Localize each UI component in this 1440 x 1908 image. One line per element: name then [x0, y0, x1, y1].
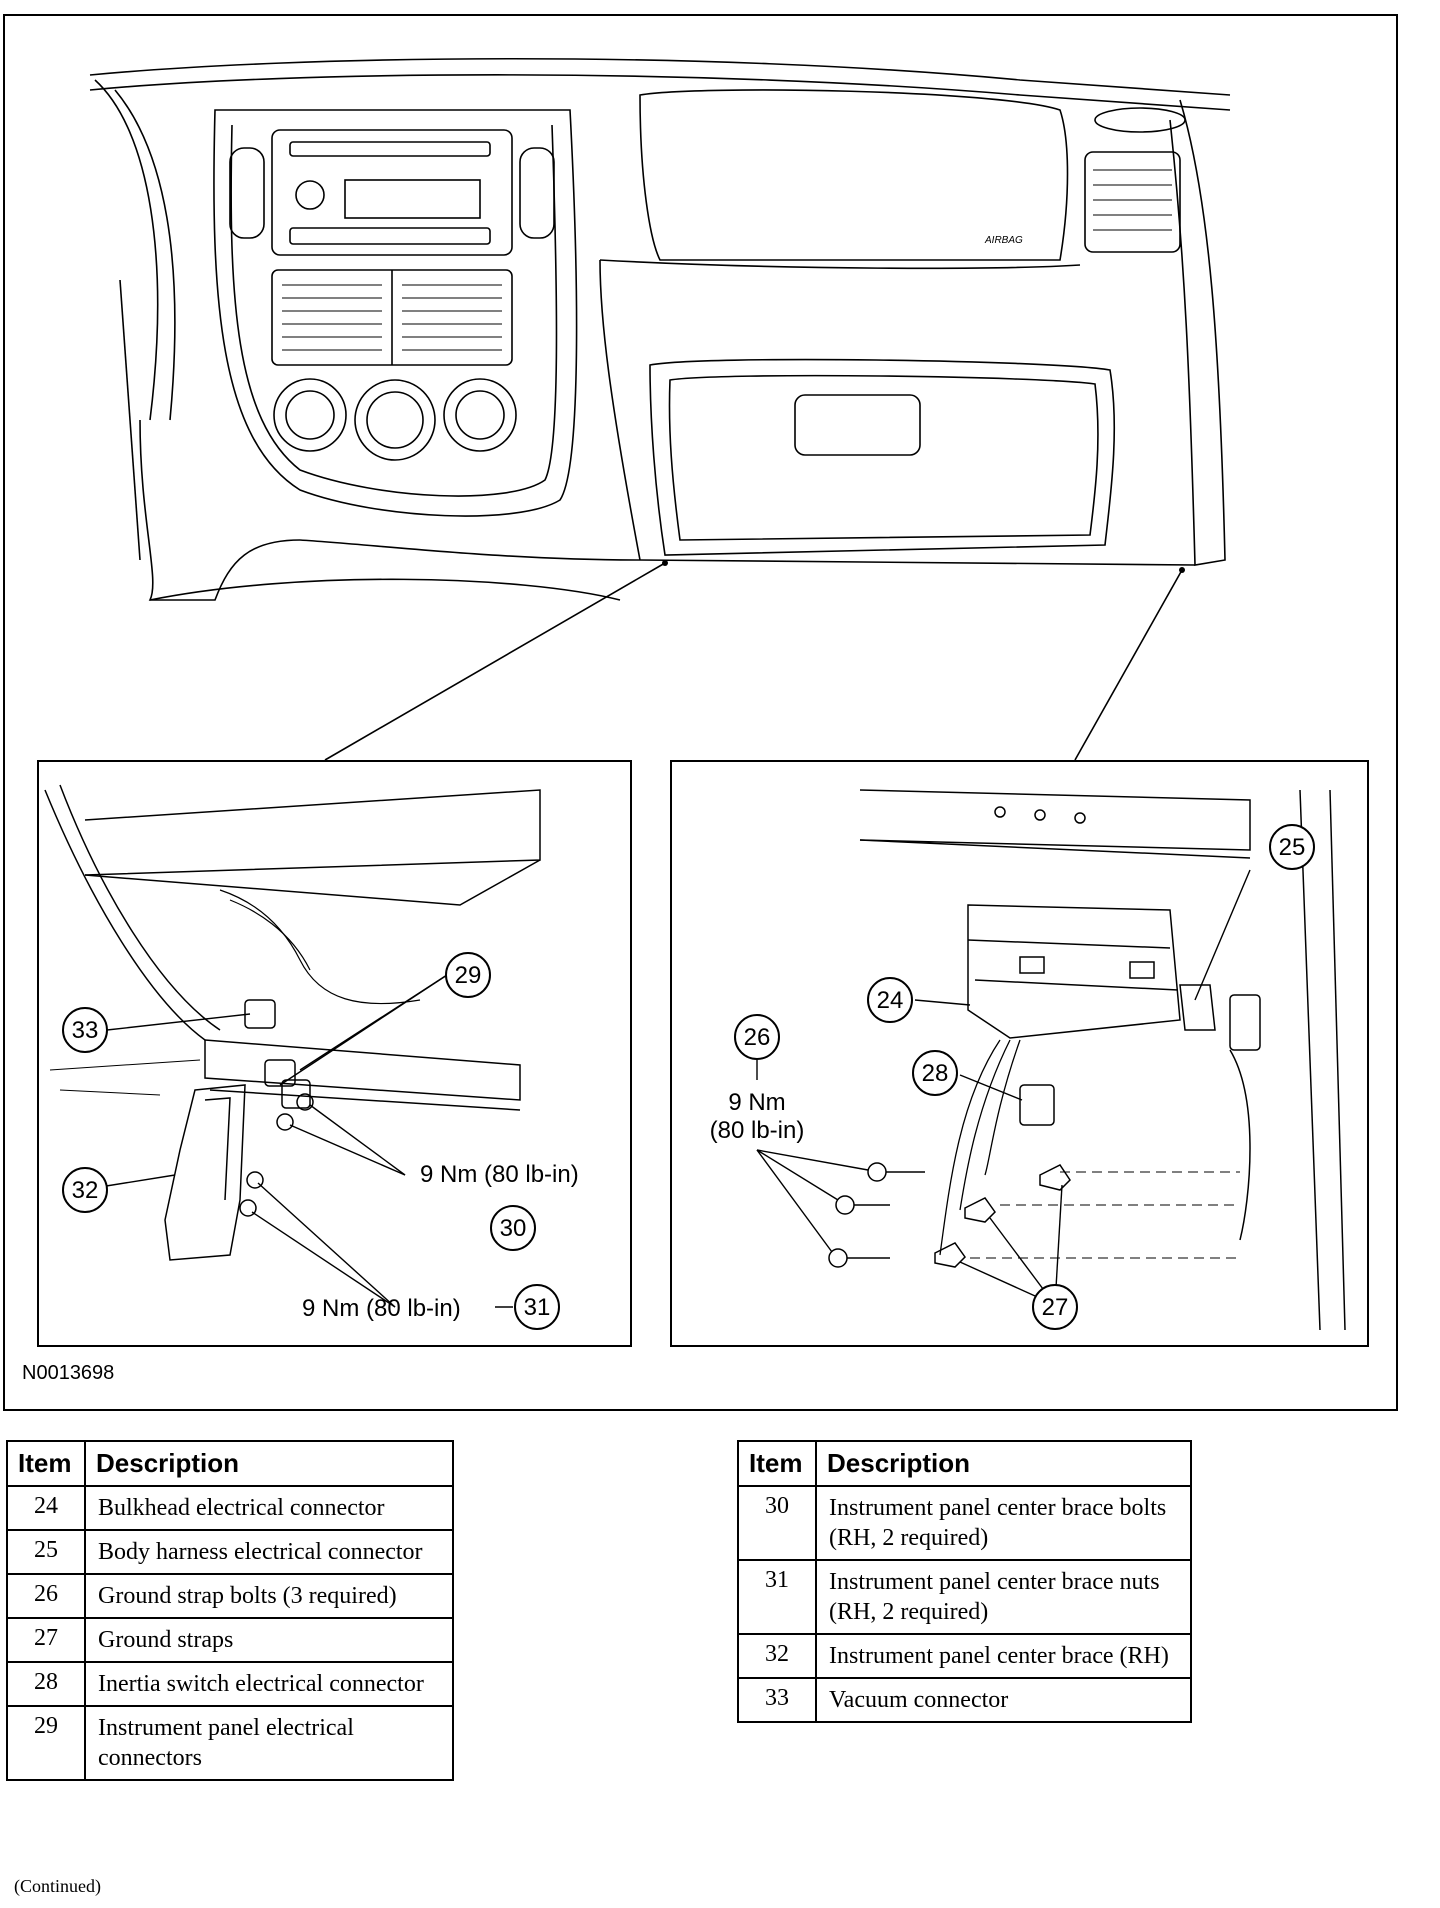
torque-label-ground-nm: 9 Nm [728, 1089, 785, 1116]
legend-item-description: Instrument panel center brace (RH) [815, 1633, 1192, 1679]
legend-item-description: Body harness electrical connector [84, 1529, 454, 1575]
torque-label-brace-bolts: 9 Nm (80 lb-in) [420, 1161, 579, 1188]
legend-item-description: Bulkhead electrical connector [84, 1485, 454, 1531]
svg-text:29: 29 [455, 962, 482, 989]
figure-frame [3, 14, 1398, 1411]
legend-item-description: Instrument panel electrical connectors [84, 1705, 454, 1781]
airbag-label: AIRBAG [984, 235, 1023, 246]
legend-table-right: Item Description 30 Instrument panel cen… [737, 1440, 1192, 1723]
legend-table-left: Item Description 24 Bulkhead electrical … [6, 1440, 454, 1781]
svg-text:27: 27 [1042, 1294, 1069, 1321]
table-row: 28 Inertia switch electrical connector [6, 1661, 454, 1707]
leader-to-left-detail [324, 562, 666, 761]
callout-28: 28 [912, 1050, 958, 1096]
legend-item-description: Vacuum connector [815, 1677, 1192, 1723]
right-detail-art [828, 789, 1346, 1331]
legend-item-number: 32 [737, 1633, 817, 1679]
callout-24: 24 [867, 977, 913, 1023]
table-row: 33 Vacuum connector [737, 1677, 1192, 1723]
svg-text:26: 26 [744, 1024, 771, 1051]
legend-item-number: 31 [737, 1559, 817, 1635]
table-row: 26 Ground strap bolts (3 required) [6, 1573, 454, 1619]
legend-item-description: Inertia switch electrical connector [84, 1661, 454, 1707]
callout-27: 27 [1032, 1284, 1078, 1330]
legend-item-number: 26 [6, 1573, 86, 1619]
svg-text:31: 31 [524, 1294, 551, 1321]
table-row: 29 Instrument panel electrical connector… [6, 1705, 454, 1781]
callout-29: 29 [445, 952, 491, 998]
svg-text:30: 30 [500, 1215, 527, 1242]
table-row: 30 Instrument panel center brace bolts (… [737, 1485, 1192, 1561]
callout-25: 25 [1269, 824, 1315, 870]
table-row: 25 Body harness electrical connector [6, 1529, 454, 1575]
table-row: 31 Instrument panel center brace nuts (R… [737, 1559, 1192, 1635]
legend-header-item: Item [6, 1440, 86, 1487]
dash-diagram: AIRBAG [3, 14, 1398, 1411]
torque-label-brace-nuts: 9 Nm (80 lb-in) [302, 1295, 461, 1322]
legend-item-number: 28 [6, 1661, 86, 1707]
legend-item-number: 33 [737, 1677, 817, 1723]
legend-item-number: 24 [6, 1485, 86, 1531]
legend-item-description: Instrument panel center brace bolts (RH,… [815, 1485, 1192, 1561]
callout-26: 26 [734, 1014, 780, 1060]
legend-item-description: Instrument panel center brace nuts (RH, … [815, 1559, 1192, 1635]
legend-item-description: Ground strap bolts (3 required) [84, 1573, 454, 1619]
callouts: 33 29 32 30 31 25 24 26 [62, 824, 1315, 1330]
legend-item-description: Ground straps [84, 1617, 454, 1663]
left-detail-leaders [99, 974, 448, 1308]
legend-header-description: Description [84, 1440, 454, 1487]
legend-header-description: Description [815, 1440, 1192, 1487]
callout-31: 31 [514, 1284, 560, 1330]
svg-text:28: 28 [922, 1060, 949, 1087]
legend-item-number: 25 [6, 1529, 86, 1575]
right-detail-panel [670, 760, 1369, 1347]
callout-33: 33 [62, 1007, 108, 1053]
torque-labels: 9 Nm (80 lb-in) 9 Nm (80 lb-in) 9 Nm (80… [302, 1089, 804, 1322]
table-row: 32 Instrument panel center brace (RH) [737, 1633, 1192, 1679]
leader-to-right-detail [1074, 569, 1183, 761]
table-row: 27 Ground straps [6, 1617, 454, 1663]
svg-text:24: 24 [877, 987, 904, 1014]
legend-header-item: Item [737, 1440, 817, 1487]
callout-32: 32 [62, 1167, 108, 1213]
legend-item-number: 30 [737, 1485, 817, 1561]
continued-note: (Continued) [14, 1876, 101, 1896]
svg-text:32: 32 [72, 1177, 99, 1204]
torque-label-ground-lbin: (80 lb-in) [710, 1117, 805, 1144]
left-detail-panel [37, 760, 632, 1347]
legend-item-number: 29 [6, 1705, 86, 1781]
table-row: 24 Bulkhead electrical connector [6, 1485, 454, 1531]
instrument-panel-overview: AIRBAG [89, 57, 1231, 601]
svg-text:25: 25 [1279, 834, 1306, 861]
legend-item-number: 27 [6, 1617, 86, 1663]
svg-text:33: 33 [72, 1017, 99, 1044]
figure-id: N0013698 [22, 1362, 115, 1384]
callout-30: 30 [490, 1205, 536, 1251]
